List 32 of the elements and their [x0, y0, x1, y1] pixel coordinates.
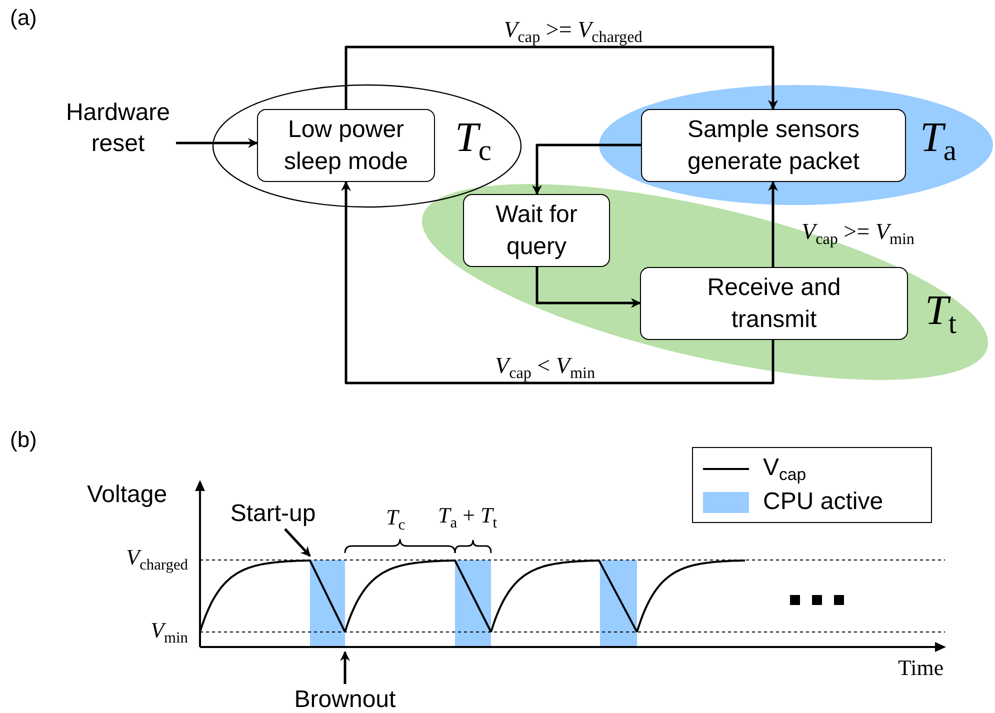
- phase-label: T$_{a}$: [920, 117, 956, 166]
- axis-label: Time: [898, 656, 944, 680]
- arrow: [532, 144, 641, 195]
- axis-label: T$_{c}$: [386, 506, 406, 534]
- process-box: Low power sleep mode: [257, 109, 435, 182]
- voltage-timing-drawing: [199, 559, 746, 647]
- process-box: Wait for query: [463, 194, 610, 267]
- arrow: [340, 651, 350, 684]
- annotation-text: Brownout: [280, 686, 410, 713]
- axis-label: T$_{a}$ + T$_{t}$: [438, 504, 498, 532]
- process-box: Sample sensors generate packet: [641, 109, 906, 182]
- edge-label: V$_{cap}$ >= V$_{min}$: [802, 219, 914, 249]
- arrow: [284, 528, 311, 557]
- arrow: [341, 181, 774, 384]
- arrow: [344, 46, 778, 110]
- axis-label: V$_{charged}$: [126, 546, 188, 574]
- axis-label: (b): [10, 428, 37, 452]
- axis-label: Voltage: [87, 482, 168, 508]
- edge-label: V$_{cap}$ >= V$_{charged}$: [504, 17, 642, 47]
- axis-label: V$_{min}$: [150, 618, 188, 648]
- annotation-text: Hardware reset: [60, 95, 176, 161]
- phase-label: T$_{c}$: [455, 117, 492, 166]
- legend-text: CPU active: [763, 489, 884, 516]
- annotation-text: Start-up: [212, 499, 334, 529]
- phase-label: T$_{t}$: [925, 290, 957, 340]
- legend-text: V$_{cap}$: [763, 454, 806, 484]
- axis-label: (a): [10, 6, 37, 30]
- edge-label: V$_{cap}$ < V$_{min}$: [495, 353, 595, 383]
- arrow: [536, 267, 641, 308]
- arrow: [768, 181, 778, 267]
- arrow: [176, 138, 258, 148]
- process-box: Receive and transmit: [640, 267, 908, 340]
